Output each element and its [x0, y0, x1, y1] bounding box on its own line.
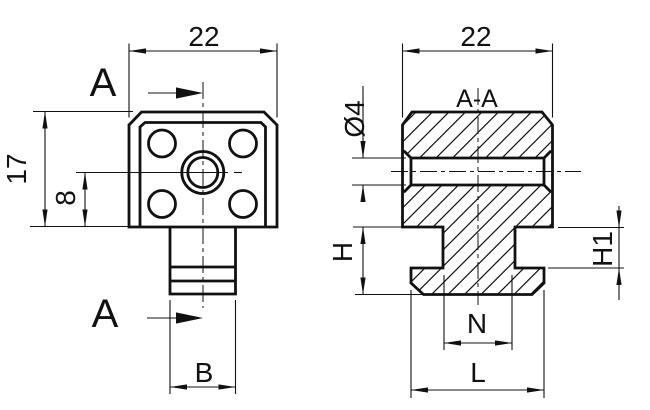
countersink-edge — [402, 184, 412, 194]
arrowhead-bottom — [616, 268, 622, 285]
arrowhead-top — [82, 172, 88, 190]
arrowhead-left — [170, 384, 187, 390]
corner-hole-bottom-left — [147, 189, 177, 219]
dim-height-label: H — [327, 242, 358, 262]
arrowhead-bottom — [360, 277, 366, 295]
section-dim-width: 22 — [401, 21, 554, 118]
section-dim-neck-height: H1 — [548, 206, 624, 300]
front-dim-width: 22 — [128, 21, 278, 118]
arrowhead-top — [360, 227, 366, 244]
countersink-edge — [543, 149, 553, 159]
arrowhead-bottom — [82, 209, 88, 227]
arrowhead-left — [411, 387, 428, 393]
dim-base-width-label: L — [470, 357, 486, 388]
section-outline — [401, 110, 554, 296]
arrowhead-right — [495, 340, 512, 346]
dim-width-label: 22 — [460, 21, 491, 52]
corner-hole-top-left — [147, 128, 177, 159]
dim-tongue-width-label: B — [195, 357, 214, 388]
section-cut-indicator-bottom: A — [92, 292, 203, 336]
section-view: A-A 22 Ø4 H — [327, 21, 624, 398]
dim-height-label: 17 — [1, 153, 32, 184]
corner-hole-bottom-right — [228, 189, 258, 219]
section-centerlines — [391, 88, 581, 305]
countersink-edge — [402, 149, 412, 159]
arrowhead-left — [129, 48, 146, 54]
arrowhead-top — [360, 141, 366, 158]
section-dim-base-width: L — [410, 290, 545, 398]
arrowhead-left — [444, 340, 461, 346]
section-arrowhead — [176, 312, 203, 324]
section-arrowhead — [176, 87, 203, 99]
dim-hole-offset-label: 8 — [50, 190, 81, 206]
front-centerlines — [76, 82, 242, 308]
countersink-edge — [543, 184, 553, 194]
front-view: 22 17 8 B A — [1, 21, 279, 394]
front-dim-tongue-width: B — [169, 300, 237, 394]
front-dim-height: 17 — [1, 110, 133, 228]
through-hole-void — [403, 150, 552, 193]
section-label-top: A — [90, 61, 117, 105]
arrowhead-bottom — [360, 185, 366, 202]
section-dim-height: H — [327, 226, 424, 296]
section-dim-hole-diameter: Ø4 — [339, 86, 406, 202]
arrowhead-left — [402, 48, 420, 54]
arrowhead-right — [218, 384, 236, 390]
section-label-bottom: A — [92, 292, 119, 336]
arrowhead-right — [535, 48, 553, 54]
front-dim-hole-offset: 8 — [50, 172, 88, 227]
section-cut-indicator-top: A — [90, 61, 203, 105]
dim-width-label: 22 — [188, 21, 219, 52]
dim-neck-height-label: H1 — [587, 231, 618, 267]
plate-outline — [127, 110, 279, 229]
section-dim-neck-width: N — [443, 275, 513, 350]
arrowhead-top — [42, 111, 48, 129]
section-view-title: A-A — [456, 85, 498, 113]
arrowhead-right — [527, 387, 544, 393]
dim-neck-width-label: N — [467, 308, 487, 339]
arrowhead-bottom — [42, 209, 48, 227]
arrowhead-right — [260, 48, 277, 54]
dim-hole-diameter-label: Ø4 — [339, 100, 370, 137]
arrowhead-top — [616, 210, 622, 228]
corner-hole-top-right — [228, 128, 258, 159]
